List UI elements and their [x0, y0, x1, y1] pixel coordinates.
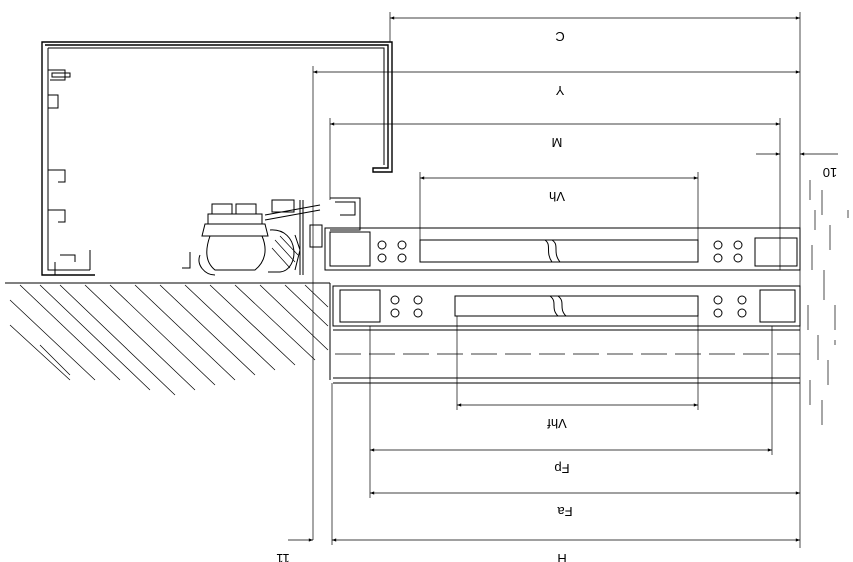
dim-label-h: H: [557, 551, 566, 562]
dim-label-10: 10: [823, 165, 837, 180]
dim-label-fp: Fp: [554, 461, 569, 476]
dim-label-fa: Fa: [557, 504, 573, 519]
dimension-lines: [288, 12, 838, 548]
frame-profile: [41, 41, 393, 276]
upper-rail: [324, 197, 801, 271]
dim-label-vh: Vh: [549, 189, 565, 204]
dimension-labels: C Y M Vh 10 Vhf Fp Fa H 11: [276, 29, 837, 562]
dim-label-y: Y: [555, 83, 564, 98]
dim-label-c: C: [555, 29, 564, 44]
dim-label-vhf: Vhf: [547, 416, 567, 431]
fixing-hardware: [182, 199, 323, 276]
wall-hatching: [799, 170, 849, 440]
dim-label-m: M: [552, 135, 563, 150]
dim-label-11: 11: [276, 551, 290, 562]
lower-rail: [332, 285, 801, 384]
ground-hatching: [5, 282, 331, 396]
